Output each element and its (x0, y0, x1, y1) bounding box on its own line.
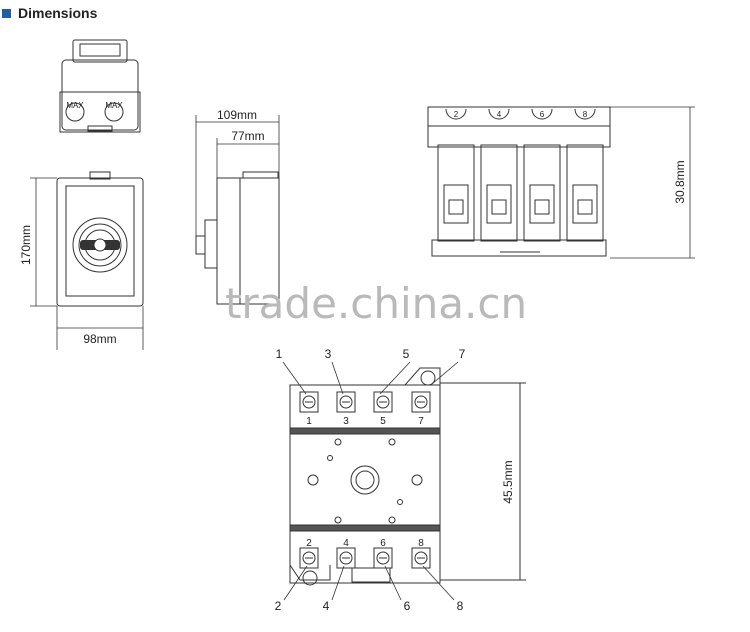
height-dimension-label: 170mm (19, 225, 33, 265)
rotary-knob-icon (80, 238, 120, 252)
switch-top-view (59, 39, 141, 133)
terminal-housing (336, 547, 356, 569)
terminal-tab (574, 108, 596, 120)
callout-leader (422, 565, 455, 601)
switch-side-view (195, 171, 280, 305)
callout-label: 4 (323, 599, 330, 613)
screw-icon (339, 395, 353, 409)
terminal-housing (373, 547, 393, 569)
terminal-block (523, 144, 561, 242)
terminal-screw-icon (491, 199, 507, 215)
block-view (289, 367, 526, 584)
screw-icon (376, 395, 390, 409)
terminal-screw-housing (572, 184, 598, 224)
callout-leader (384, 565, 402, 601)
terminal-block (480, 144, 518, 242)
callout-leader (282, 361, 307, 395)
terminal-tab (531, 108, 553, 120)
mount-hole-bottom (302, 570, 318, 586)
terminal-screw-housing (486, 184, 512, 224)
callout-label: 1 (276, 347, 283, 361)
section-title: Dimensions (18, 5, 98, 21)
terminal-top-view (427, 106, 611, 257)
terminal-number: 2 (306, 538, 312, 549)
width-dimension-label: 98mm (83, 332, 116, 346)
callout-leader (431, 361, 459, 385)
terminal-block (437, 144, 475, 242)
screw-icon (376, 551, 390, 565)
mount-hole-top (420, 370, 436, 386)
terminal-tab (488, 108, 510, 120)
watermark: trade.china.cn (225, 279, 527, 328)
screw-icon (414, 551, 428, 565)
header-square-icon (2, 8, 11, 18)
terminal-housing (411, 391, 431, 413)
terminal-screw-housing (529, 184, 555, 224)
width-dimension-line (56, 306, 144, 350)
callout-leader (379, 361, 411, 395)
section-header: Dimensions (2, 4, 97, 22)
terminal-number: 5 (380, 416, 386, 427)
terminal-top-labels: 2 4 6 8 (454, 110, 588, 119)
callout-label: 3 (325, 347, 332, 361)
terminal-number: 6 (380, 538, 386, 549)
terminal-top-label: 4 (497, 110, 502, 119)
callout-label: 8 (457, 599, 464, 613)
terminal-number: 7 (418, 416, 424, 427)
terminal-housing (299, 391, 319, 413)
terminal-screw-housing (443, 184, 469, 224)
terminal-housing (373, 391, 393, 413)
callout-label: 5 (403, 347, 410, 361)
depth-body-label: 77mm (231, 129, 264, 143)
terminal-top-label: 8 (583, 110, 588, 119)
callout-leader (331, 565, 345, 601)
terminal-block (566, 144, 604, 242)
center-shaft-icon (350, 465, 380, 495)
terminal-housing (411, 547, 431, 569)
screw-icon (302, 395, 316, 409)
callout-label: 7 (459, 347, 466, 361)
terminal-top-label: 2 (454, 110, 459, 119)
callout-label: 2 (275, 599, 282, 613)
terminal-blocks (437, 108, 604, 242)
terminal-screw-icon (577, 199, 593, 215)
screw-icon (302, 551, 316, 565)
button-label-right: MAX (105, 101, 123, 110)
height-dimension-line (30, 177, 57, 307)
callout-leader (283, 565, 308, 601)
terminal-number: 4 (343, 538, 349, 549)
terminal-height-dimension-line (610, 106, 695, 259)
button-label-left: MAX (66, 101, 84, 110)
terminal-number: 1 (306, 416, 312, 427)
terminal-top-label: 6 (540, 110, 545, 119)
bottom-terminal-row: 2 4 6 8 2 4 6 8 (275, 538, 464, 613)
terminal-number: 3 (343, 416, 349, 427)
depth-dimension-lines (195, 115, 280, 236)
terminal-housing (299, 547, 319, 569)
callout-label: 6 (404, 599, 411, 613)
fixing-holes (307, 438, 423, 524)
depth-total-label: 109mm (217, 108, 257, 122)
terminal-screw-icon (534, 199, 550, 215)
block-height-label: 45.5mm (501, 460, 515, 503)
screw-icon (339, 551, 353, 565)
terminal-screw-icon (448, 199, 464, 215)
top-terminal-row: 1 3 5 7 1 3 5 7 (276, 347, 466, 427)
callout-leader (331, 361, 344, 395)
terminal-housing (336, 391, 356, 413)
terminal-number: 8 (418, 538, 424, 549)
terminal-height-label: 30.8mm (673, 160, 687, 203)
switch-front-view (56, 171, 144, 307)
terminal-tab (445, 108, 467, 120)
screw-icon (414, 395, 428, 409)
